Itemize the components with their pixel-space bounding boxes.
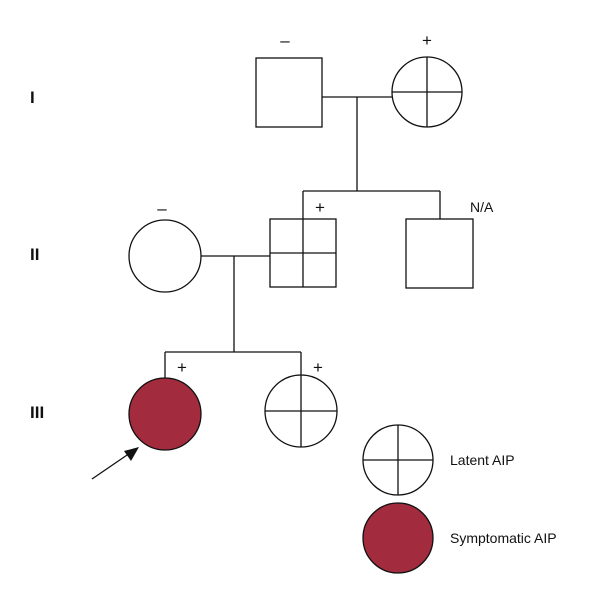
generation-label-3: III — [30, 403, 44, 422]
individual-i1-father — [255, 57, 323, 128]
legend: Latent AIP Symptomatic AIP — [362, 424, 557, 574]
individual-i2-mother — [391, 56, 463, 128]
generation-label-2: II — [30, 245, 39, 264]
legend-latent-label: Latent AIP — [450, 452, 515, 468]
status-mark-iii2: + — [313, 358, 323, 377]
generation-label-1: I — [30, 88, 35, 107]
status-mark-ii2: + — [315, 198, 325, 217]
status-mark-iii1: + — [177, 358, 187, 377]
legend-latent-symbol — [362, 424, 434, 496]
individual-ii1-wife — [128, 219, 202, 293]
status-mark-i2: + — [422, 31, 432, 50]
legend-symptomatic-label: Symptomatic AIP — [450, 530, 557, 546]
individual-iii2-daughter — [264, 374, 338, 448]
status-mark-ii3: N/A — [470, 199, 494, 215]
status-mark-ii1: – — [157, 199, 167, 218]
proband-arrow — [91, 447, 139, 480]
individual-iii1-proband — [128, 377, 202, 451]
individual-ii3-son — [405, 218, 474, 289]
individual-ii2-son — [269, 218, 337, 288]
status-mark-i1: – — [280, 31, 290, 50]
legend-symptomatic-symbol — [362, 502, 434, 574]
